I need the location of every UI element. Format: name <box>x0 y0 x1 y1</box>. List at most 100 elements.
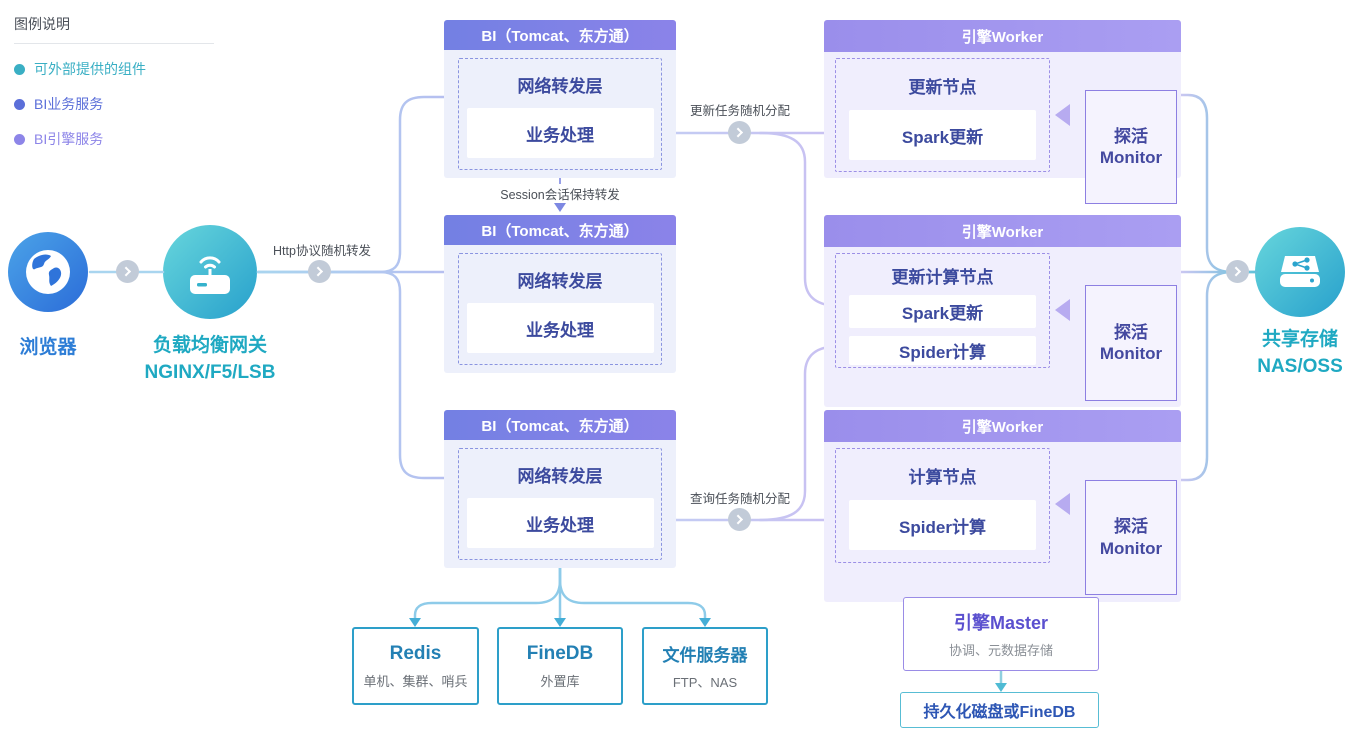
worker-header: 引擎Worker <box>824 410 1181 442</box>
redis-title: Redis <box>389 642 442 664</box>
storage-label: 共享存储 NAS/OSS <box>1240 326 1349 380</box>
layer-title: 网络转发层 <box>517 77 603 96</box>
router-icon <box>190 256 230 294</box>
legend-item-bi-service: BI业务服务 <box>14 94 214 114</box>
legend: 图例说明 可外部提供的组件 BI业务服务 BI引擎服务 <box>14 14 214 149</box>
monitor-box: 探活 Monitor <box>1085 90 1177 204</box>
monitor-arrow-icon <box>1055 104 1070 126</box>
monitor-box: 探活 Monitor <box>1085 285 1177 401</box>
network-forward-layer: 网络转发层 业务处理 <box>458 58 662 170</box>
service-box: Spark更新 <box>849 110 1036 160</box>
business-process-box: 业务处理 <box>466 108 654 158</box>
flow-chevron-icon <box>1226 260 1249 283</box>
monitor-label: Monitor <box>1099 538 1163 558</box>
http-dispatch-label: Http协议随机转发 <box>273 244 371 258</box>
update-node-group: 更新节点 Spark更新 <box>835 58 1050 172</box>
gateway-label: 负载均衡网关 NGINX/F5/LSB <box>140 332 280 386</box>
legend-item-external: 可外部提供的组件 <box>14 59 214 79</box>
query-dispatch-label: 查询任务随机分配 <box>689 492 790 506</box>
bi-box-1: BI（Tomcat、东方通） 网络转发层 业务处理 <box>444 20 676 178</box>
gateway-title: 负载均衡网关 <box>152 335 267 356</box>
browser-label: 浏览器 <box>19 337 77 358</box>
legend-label: BI业务服务 <box>34 96 104 112</box>
redis-subtitle: 单机、集群、哨兵 <box>363 673 468 689</box>
gateway-node <box>163 225 257 319</box>
compute-node-group: 计算节点 Spider计算 <box>835 448 1050 563</box>
file-server-subtitle: FTP、NAS <box>672 675 738 690</box>
worker-to-storage-lines <box>1177 93 1259 482</box>
bi-box-2: BI（Tomcat、东方通） 网络转发层 业务处理 <box>444 215 676 373</box>
flow-chevron-icon <box>728 121 751 144</box>
legend-dot-blue <box>14 98 25 110</box>
engine-worker-1: 引擎Worker 更新节点 Spark更新 探活 Monitor <box>824 20 1181 204</box>
bi-box-header: BI（Tomcat、东方通） <box>444 20 676 50</box>
network-forward-layer: 网络转发层 业务处理 <box>458 253 662 365</box>
globe-icon <box>26 250 70 294</box>
redis-box: Redis 单机、集群、哨兵 <box>352 627 479 705</box>
worker-header: 引擎Worker <box>824 215 1181 247</box>
service-box: Spider计算 <box>849 500 1036 550</box>
browser-node <box>8 232 88 312</box>
layer-title: 网络转发层 <box>517 272 603 291</box>
nas-drive-icon <box>1280 256 1320 287</box>
persistence-box: 持久化磁盘或FineDB <box>900 692 1099 728</box>
bi-box-body: 网络转发层 业务处理 <box>444 50 676 178</box>
bi-box-header: BI（Tomcat、东方通） <box>444 410 676 440</box>
finedb-title: FineDB <box>526 642 594 664</box>
worker-body: 更新计算节点 Spark更新 Spider计算 探活 Monitor <box>824 247 1181 407</box>
update-compute-node-group: 更新计算节点 Spark更新 Spider计算 <box>835 253 1050 368</box>
legend-dot-purple <box>14 133 25 145</box>
legend-dot-teal <box>14 63 25 75</box>
worker-header: 引擎Worker <box>824 20 1181 52</box>
engine-master-subtitle: 协调、元数据存储 <box>948 643 1053 658</box>
monitor-arrow-icon <box>1055 493 1070 515</box>
external-arrowheads <box>409 618 711 627</box>
business-process-box: 业务处理 <box>466 498 654 548</box>
monitor-label: Monitor <box>1099 148 1163 167</box>
finedb-subtitle: 外置库 <box>540 673 580 689</box>
worker-body: 更新节点 Spark更新 探活 Monitor <box>824 52 1181 204</box>
legend-label: 可外部提供的组件 <box>34 61 146 77</box>
worker-body: 计算节点 Spider计算 探活 Monitor <box>824 442 1181 602</box>
file-server-box: 文件服务器 FTP、NAS <box>642 627 768 705</box>
monitor-arrow-icon <box>1055 299 1070 321</box>
legend-label: BI引擎服务 <box>34 131 104 147</box>
engine-master-title: 引擎Master <box>953 613 1049 633</box>
update-dispatch-label: 更新任务随机分配 <box>689 104 790 118</box>
service-box: Spark更新 <box>849 295 1036 328</box>
legend-title: 图例说明 <box>14 14 214 44</box>
service-box: Spider计算 <box>849 336 1036 365</box>
engine-worker-3: 引擎Worker 计算节点 Spider计算 探活 Monitor <box>824 410 1181 602</box>
engine-worker-2: 引擎Worker 更新计算节点 Spark更新 Spider计算 探活 Moni… <box>824 215 1181 407</box>
storage-title: 共享存储 <box>1261 329 1338 350</box>
node-title: 计算节点 <box>908 468 977 487</box>
layer-title: 网络转发层 <box>517 467 603 486</box>
bi-box-body: 网络转发层 业务处理 <box>444 245 676 373</box>
finedb-box: FineDB 外置库 <box>497 627 623 705</box>
bi-box-header: BI（Tomcat、东方通） <box>444 215 676 245</box>
storage-subtitle: NAS/OSS <box>1257 356 1343 377</box>
file-server-title: 文件服务器 <box>662 646 748 665</box>
monitor-box: 探活 Monitor <box>1085 480 1177 595</box>
bi-box-3: BI（Tomcat、东方通） 网络转发层 业务处理 <box>444 410 676 568</box>
gateway-subtitle: NGINX/F5/LSB <box>144 362 276 383</box>
node-title: 更新节点 <box>908 78 977 97</box>
bi-to-worker-lines <box>653 131 850 522</box>
monitor-label: 探活 <box>1114 322 1148 342</box>
gateway-to-bi-lines <box>256 95 446 480</box>
node-title: 更新计算节点 <box>891 268 994 287</box>
flow-chevron-icon <box>728 508 751 531</box>
business-process-box: 业务处理 <box>466 303 654 353</box>
bi-to-external-lines <box>413 566 707 622</box>
engine-master-box: 引擎Master 协调、元数据存储 <box>903 597 1099 671</box>
network-forward-layer: 网络转发层 业务处理 <box>458 448 662 560</box>
monitor-label: 探活 <box>1114 517 1148 537</box>
storage-node <box>1255 227 1345 317</box>
session-forward-label: Session会话保持转发 <box>500 188 620 202</box>
flow-chevron-icon <box>116 260 139 283</box>
legend-item-engine-service: BI引擎服务 <box>14 129 214 149</box>
flow-chevron-icon <box>308 260 331 283</box>
bi-box-body: 网络转发层 业务处理 <box>444 440 676 568</box>
